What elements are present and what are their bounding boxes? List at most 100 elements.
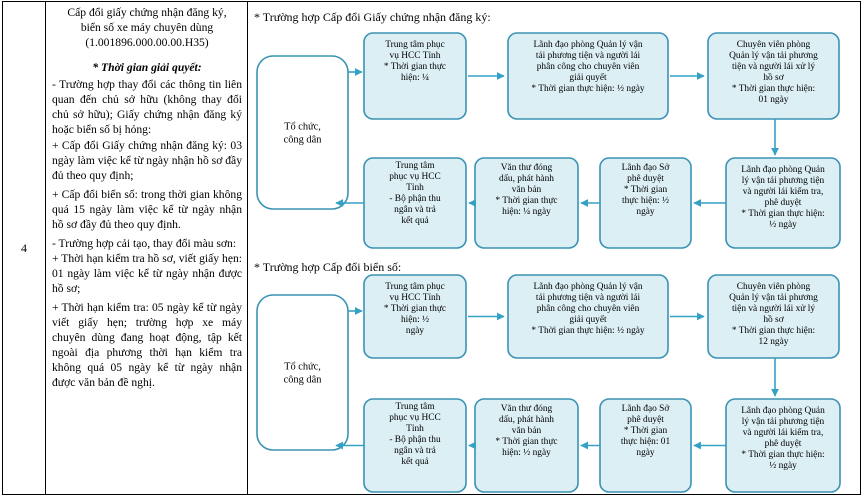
step-box-text: hồ sơ — [763, 72, 784, 83]
step-box-text: * Thời gian thực hiện: ½ ngày — [531, 83, 645, 94]
step-box-text: giải quyết — [569, 314, 607, 325]
flow-heading: * Trường hợp Cấp đổi Giấy chứng nhận đăn… — [254, 10, 491, 24]
step-box-text: ngày — [636, 207, 655, 217]
step-box-text: Trung tâm phục — [385, 282, 445, 292]
step-box-text: văn bản — [512, 426, 542, 436]
step-box-text: phê duyệt — [627, 174, 664, 184]
flowchart: * Trường hợp Cấp đổi Giấy chứng nhận đăn… — [254, 10, 841, 493]
paragraph: + Cấp đổi Giấy chứng nhận đăng ký: 03 ng… — [52, 138, 242, 182]
step-box-text: phục vụ HCC — [389, 413, 441, 423]
step-box-text: phân công cho chuyên viên — [537, 62, 640, 72]
step-box-text: kết quả — [401, 215, 429, 226]
step-box-text: ½ ngày — [769, 219, 797, 230]
paragraph: + Cấp đổi biển số: trong thời gian không… — [52, 187, 242, 231]
step-box-text: và người lái kiểm tra, — [743, 186, 824, 197]
step-box-text: Trung tâm — [396, 161, 436, 171]
step-box-text: tải phương tiện và người lái — [536, 51, 641, 61]
step-box-shape — [363, 274, 467, 359]
step-box-text: * Thời gian thực — [495, 437, 557, 447]
start-node-citizen: Tổ chức,công dân — [256, 55, 349, 210]
start-node-citizen-shape — [256, 294, 349, 451]
step-box-text: lý vận tải phương tiện — [742, 176, 825, 186]
step-box-text: dấu, phát hành — [499, 414, 554, 425]
table-divider — [45, 2, 46, 494]
step-box-text: kết quả — [401, 456, 429, 467]
step-box-text: Trung tâm phục — [385, 40, 445, 50]
start-node-citizen-text: Tổ chức, — [284, 122, 321, 133]
row-number: 4 — [21, 240, 27, 255]
step-box-text: thực hiện: 01 — [621, 437, 671, 447]
paragraph: + Thời hạn kiểm tra hồ sơ, viết giấy hẹn… — [52, 251, 242, 296]
step-box-text: ngày — [636, 448, 655, 458]
step-box-shape — [707, 274, 840, 359]
step-box-text: hiện: ¼ ngày — [502, 207, 551, 217]
step-box-text: Quản lý vận tải phương — [729, 293, 818, 303]
step-box-text: * Thời gian thực hiện: — [732, 326, 815, 336]
table-divider — [247, 2, 248, 494]
step-box-text: văn bản — [512, 185, 542, 195]
step-box-text: tải phương tiện và người lái — [536, 293, 641, 303]
step-box-shape — [363, 32, 467, 120]
step-box-text: - Bộ phận thu — [389, 435, 441, 445]
step-box-text: phục vụ HCC — [389, 172, 441, 182]
procedure-title: Cấp đổi giấy chứng nhận đăng ký, biển số… — [67, 6, 227, 50]
step-box-text: * Thời gian thực — [495, 196, 557, 206]
step-box-text: 01 ngày — [759, 95, 789, 105]
step-box-text: * Thời gian thực hiện: — [741, 209, 824, 219]
step-box-text: Trung tâm — [396, 402, 436, 412]
step-box-text: hiện: ¼ — [401, 73, 429, 83]
step-box-text: tiện và người lái xử lý — [732, 62, 815, 72]
step-box-text: hiện: ½ ngày — [502, 447, 551, 458]
step-box-text: Lãnh đạo Sở — [622, 404, 671, 414]
start-node-citizen-text: Tổ chức, — [284, 362, 321, 373]
step-box-text: phê duyệt — [765, 198, 802, 208]
step-box-text: tiện và người lái xử lý — [732, 304, 815, 314]
step-box-text: Lãnh đạo phòng Quản — [741, 406, 825, 416]
flow-heading: * Trường hợp Cấp đổi biển số: — [254, 260, 401, 274]
step-box-text: hiện: ½ — [401, 314, 429, 325]
procedure-description: Cấp đổi giấy chứng nhận đăng ký, biển số… — [46, 2, 247, 494]
step-box-text: giải quyết — [569, 72, 607, 83]
step-box-text: ngân và trả — [394, 205, 436, 215]
step-box-shape — [507, 32, 669, 120]
step-box-text: Lãnh đạo phòng Quản — [741, 165, 825, 175]
step-box-text: ½ ngày — [769, 460, 797, 471]
step-box-text: Văn thư đóng — [501, 163, 553, 173]
step-box-text: lý vận tải phương tiện — [742, 417, 825, 427]
step-box-text: phân công cho chuyên viên — [537, 304, 640, 314]
step-box-text: * Thời gian — [624, 185, 668, 195]
step-box-text: * Thời gian thực hiện: — [732, 84, 815, 94]
step-box-text: vụ HCC Tỉnh — [390, 51, 441, 61]
step-box-text: và người lái kiểm tra, — [743, 427, 824, 438]
time-heading: * Thời gian giải quyết: — [92, 61, 202, 75]
step-box-text: Tỉnh — [406, 424, 424, 434]
step-box-text: Lãnh đạo Sở — [622, 163, 671, 173]
step-box-text: Tỉnh — [406, 183, 424, 193]
start-node-citizen-shape — [256, 55, 349, 210]
step-box-text: ngày — [406, 326, 425, 336]
step-box-shape — [707, 32, 840, 120]
step-box-text: 12 ngày — [759, 337, 789, 347]
step-box-text: - Bộ phận thu — [389, 194, 441, 204]
step-box-text: * Thời gian thực — [384, 62, 446, 72]
step-box-text: ngân và trả — [394, 446, 436, 456]
step-box-text: phê duyệt — [765, 439, 802, 449]
paragraph: - Trường hợp thay đổi các thông tin liên… — [52, 78, 242, 137]
step-box-text: hồ sơ — [763, 314, 784, 325]
step-box-text: * Thời gian thực hiện: — [741, 450, 824, 460]
step-box-text: Lãnh đạo phòng Quản lý vận — [533, 40, 642, 50]
